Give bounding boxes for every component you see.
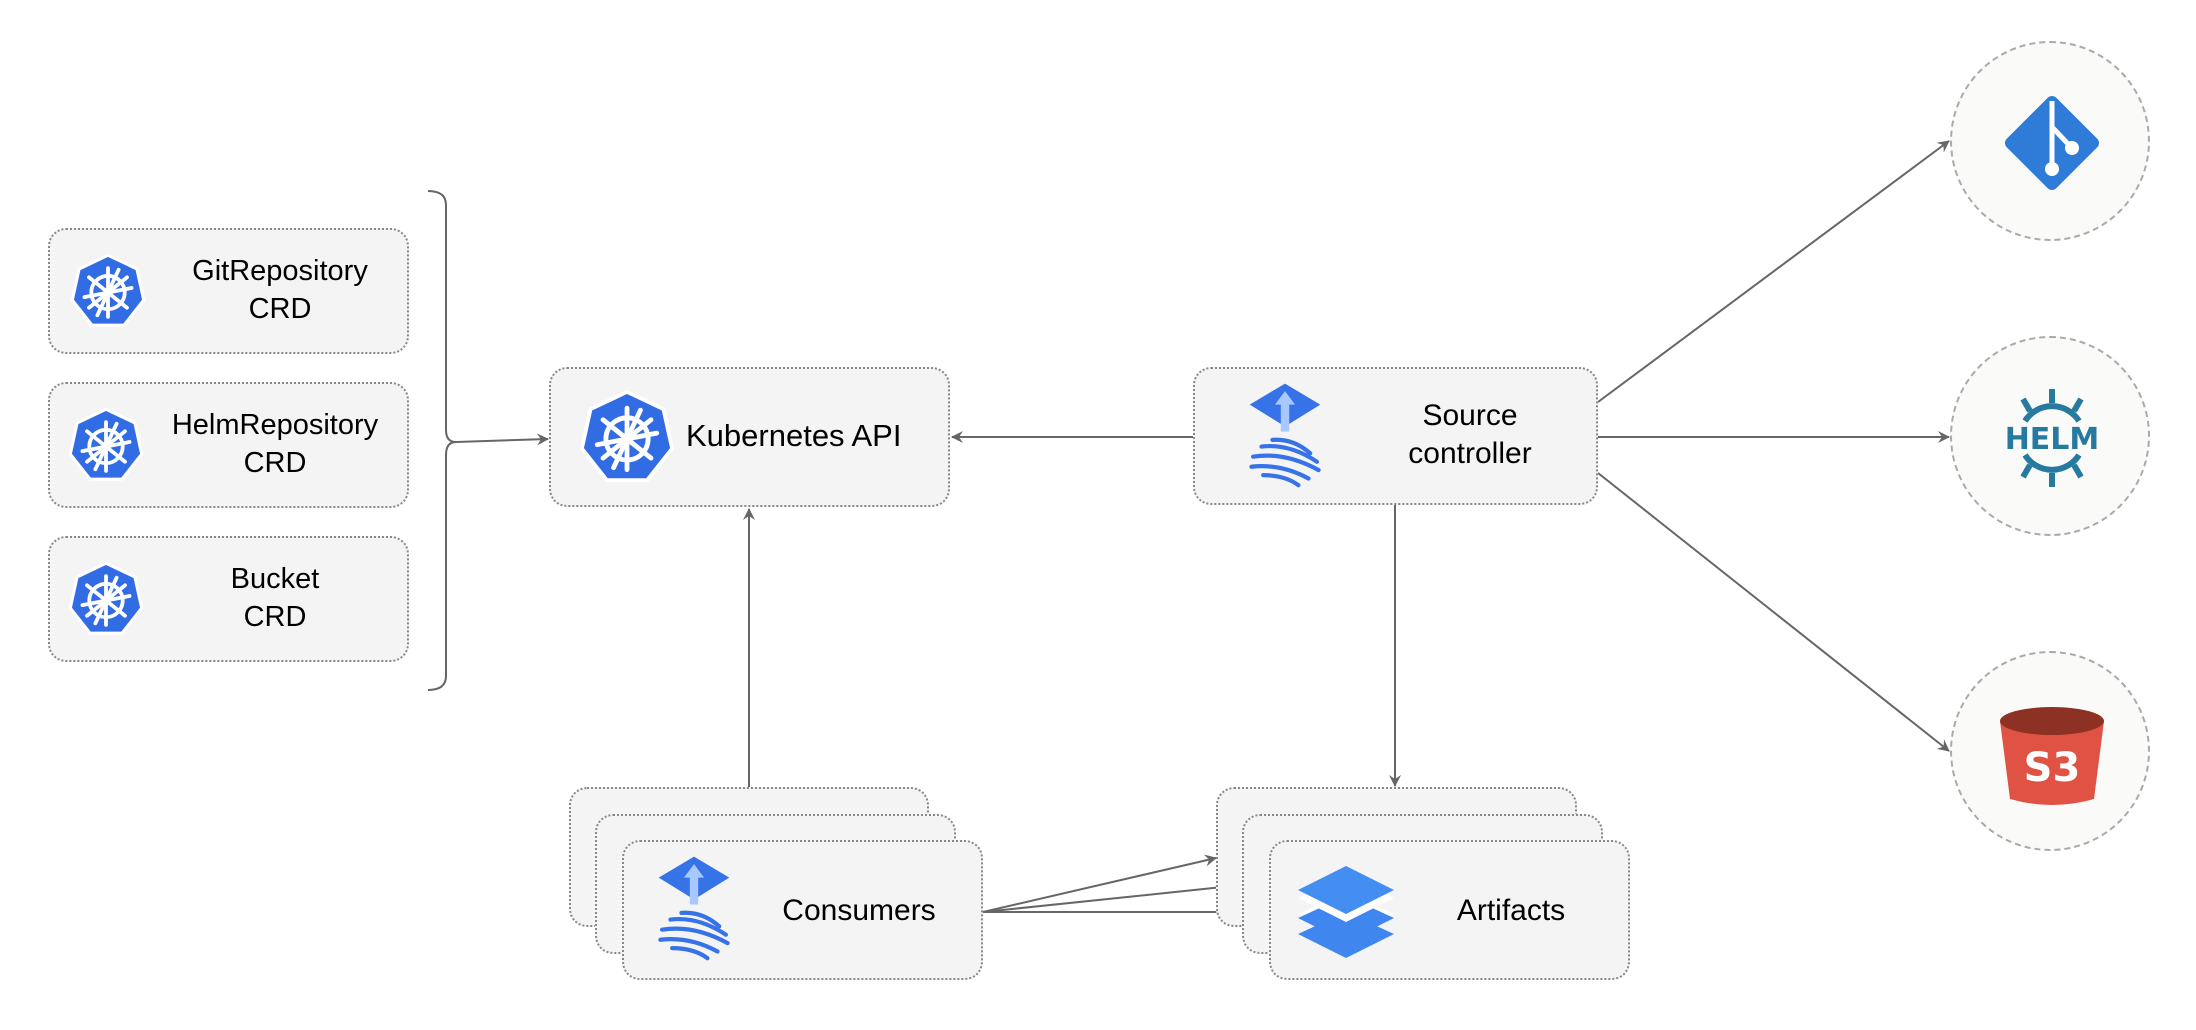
s3-text: S3 <box>2024 745 2081 791</box>
source-controller-line1: Source <box>1422 399 1518 432</box>
helm-source[interactable]: HELM <box>1950 336 2150 536</box>
crd-name: Bucket <box>230 563 320 595</box>
arrow-crds-to-api <box>455 433 549 446</box>
kubernetes-icon <box>70 253 146 329</box>
artifacts-node[interactable]: Artifacts <box>1269 840 1630 980</box>
git-icon <box>2004 95 2100 191</box>
flux-icon <box>1243 379 1327 489</box>
flux-icon <box>652 852 736 962</box>
helm-icon: HELM <box>2005 389 2100 487</box>
arrow-controller-to-git <box>1597 140 1950 403</box>
kubernetes-icon <box>68 561 144 637</box>
s3-source[interactable]: S3 <box>1950 651 2150 851</box>
crd-suffix: CRD <box>248 293 312 325</box>
git-source[interactable] <box>1950 41 2150 241</box>
arrow-consumers-to-artifact-2 <box>982 880 1243 913</box>
source-controller-line2: controller <box>1408 437 1532 470</box>
artifacts-label: Artifacts <box>1456 894 1566 927</box>
crd-brace <box>427 190 457 691</box>
layers-icon <box>1298 866 1394 958</box>
consumers-node[interactable]: Consumers <box>622 840 983 980</box>
s3-bucket-icon: S3 <box>2000 707 2104 805</box>
crd-name: GitRepository <box>192 255 368 287</box>
consumers-label: Consumers <box>782 894 936 927</box>
arrow-consumers-to-artifact-1 <box>982 854 1217 913</box>
helm-text: HELM <box>2005 422 2100 457</box>
kubernetes-api-node[interactable]: Kubernetes API <box>549 367 950 507</box>
kubernetes-icon <box>579 389 675 485</box>
crd-suffix: CRD <box>243 601 307 633</box>
arrow-controller-to-s3 <box>1597 472 1950 752</box>
crd-suffix: CRD <box>243 447 307 479</box>
crd-name: HelmRepository <box>171 409 379 441</box>
kubernetes-icon <box>68 407 144 483</box>
source-controller-node[interactable]: Source controller <box>1193 367 1598 505</box>
kubernetes-api-label: Kubernetes API <box>686 418 902 453</box>
